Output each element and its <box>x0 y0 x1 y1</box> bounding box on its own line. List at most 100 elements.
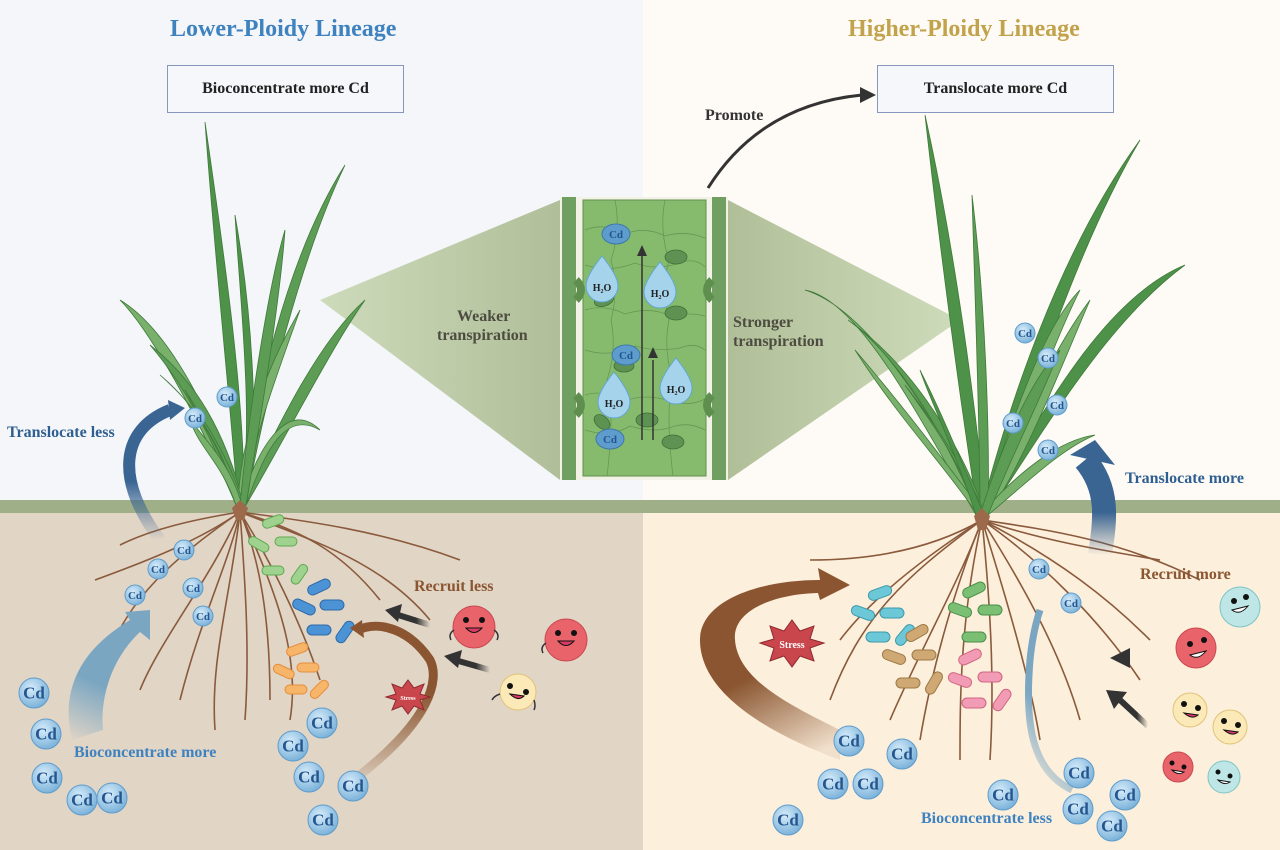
cd-ion: Cd <box>1109 779 1141 811</box>
cd-ion: Cd <box>184 407 206 429</box>
cd-ion-label: Cd <box>342 777 364 796</box>
recruit-less-label: Recruit less <box>414 578 494 595</box>
cd-ion-circle <box>307 804 339 836</box>
cd-ion-label: Cd <box>1101 817 1123 836</box>
cd-ion: Cd <box>833 725 865 757</box>
cd-ion-label: Cd <box>128 590 142 602</box>
cd-ion: Cd <box>1060 592 1082 614</box>
stress-badge-left: Stress <box>384 679 432 715</box>
microbe-character-red-4 <box>1162 751 1194 783</box>
bioconcentrate-more-label: Bioconcentrate more <box>74 744 217 761</box>
water-droplet-3: H₂O <box>597 371 631 419</box>
cd-ion-label: Cd <box>1032 564 1046 576</box>
microbe-character-teal-2 <box>1207 760 1241 794</box>
translocate-more-arrowhead <box>1070 440 1115 465</box>
cd-ion: Cd <box>1063 757 1095 789</box>
zoom-cone-right <box>728 200 960 480</box>
cd-ion: Cd <box>1096 810 1128 842</box>
weaker-transpiration-label: Weaker transpiration <box>437 307 528 345</box>
cd-ion-inset-3: Cd <box>595 428 625 450</box>
cd-ion: Cd <box>30 718 62 750</box>
microbe-character-teal-1 <box>1219 586 1261 628</box>
cd-ion-circle <box>817 768 849 800</box>
cd-ion: Cd <box>817 768 849 800</box>
stronger-line2: transpiration <box>733 333 824 350</box>
cd-ion-label: Cd <box>36 769 58 788</box>
svg-text:H₂O: H₂O <box>667 385 686 396</box>
cd-ion-label: Cd <box>838 732 860 751</box>
recruit-arrowhead-left-1 <box>385 604 402 622</box>
stress-arrow-left <box>356 621 438 779</box>
cd-ion-label: Cd <box>1067 800 1089 819</box>
recruit-arrowhead-left-2 <box>444 650 462 668</box>
bioconcentrate-more-arrow <box>68 610 150 740</box>
water-droplet-1: H₂O <box>585 255 619 303</box>
cd-ion-circle <box>182 577 204 599</box>
cd-ion: Cd <box>124 584 146 606</box>
cd-ion: Cd <box>987 779 1019 811</box>
cd-ion-circle <box>886 738 918 770</box>
cd-ion-circle <box>1037 439 1059 461</box>
cd-ion-circle <box>173 539 195 561</box>
summary-box-left-text: Bioconcentrate more Cd <box>202 80 369 97</box>
translocate-less-arrowhead <box>168 400 185 420</box>
cd-ion: Cd <box>1062 793 1094 825</box>
cd-ion-circle <box>852 768 884 800</box>
cd-ion: Cd <box>1002 412 1024 434</box>
cd-ion: Cd <box>337 770 369 802</box>
cd-ion: Cd <box>96 782 128 814</box>
bioconcentrate-less-arrow <box>1024 608 1074 794</box>
recruit-arrowhead-right-2 <box>1106 690 1127 709</box>
cd-ion-label: Cd <box>311 714 333 733</box>
cd-ion-label: Cd <box>777 811 799 830</box>
cd-ion-circle <box>293 761 325 793</box>
bacteria-cluster-left <box>248 514 355 699</box>
cd-ion-circle <box>147 558 169 580</box>
cd-ion: Cd <box>66 784 98 816</box>
cd-ion-circle <box>1063 757 1095 789</box>
cd-ion: Cd <box>182 577 204 599</box>
cd-ion-label: Cd <box>891 745 913 764</box>
cd-ion: Cd <box>306 707 338 739</box>
cd-ion-label: Cd <box>282 737 304 756</box>
cd-ion-inset-1: Cd <box>601 223 631 245</box>
cd-ion-label: Cd <box>1006 418 1020 430</box>
cd-ion-circle <box>18 677 50 709</box>
cd-ion-circle <box>124 584 146 606</box>
stress-arrowhead-left <box>350 620 364 638</box>
cd-ion-circle <box>31 762 63 794</box>
microbe-character-red-2 <box>541 618 588 662</box>
cd-ion-label: Cd <box>1068 764 1090 783</box>
svg-text:Cd: Cd <box>619 350 633 362</box>
recruit-more-label: Recruit more <box>1140 566 1231 583</box>
bioconcentrate-less-label: Bioconcentrate less <box>921 810 1053 827</box>
title-lower-ploidy: Lower-Ploidy Lineage <box>170 16 397 42</box>
cd-ion-label: Cd <box>1064 598 1078 610</box>
translocate-less-label: Translocate less <box>7 424 115 441</box>
cd-ion: Cd <box>18 677 50 709</box>
promote-arrow <box>706 93 863 189</box>
cd-ion-circle <box>184 407 206 429</box>
cd-ion-label: Cd <box>71 791 93 810</box>
cd-ion-label: Cd <box>1050 400 1064 412</box>
cd-ion-label: Cd <box>298 768 320 787</box>
cd-ion-circle <box>987 779 1019 811</box>
leaf-cross-section-inset: Cd Cd Cd H₂O H₂O H₂O H₂O <box>560 197 728 480</box>
cd-ion-circle <box>1028 558 1050 580</box>
cd-ion-label: Cd <box>188 413 202 425</box>
svg-text:H₂O: H₂O <box>651 289 670 300</box>
summary-box-left: Bioconcentrate more Cd <box>167 65 404 113</box>
cd-ion: Cd <box>1037 439 1059 461</box>
svg-text:H₂O: H₂O <box>605 399 624 410</box>
stronger-line1: Stronger <box>733 314 794 331</box>
microbe-character-yellow-3 <box>1212 709 1248 745</box>
cd-ion-circle <box>772 804 804 836</box>
microbe-character-red-1 <box>449 605 499 649</box>
cd-ion-circle <box>833 725 865 757</box>
weaker-line1: Weaker <box>457 308 511 325</box>
stress-arrow-right <box>700 568 850 760</box>
cd-ion-label: Cd <box>312 811 334 830</box>
cd-ion: Cd <box>173 539 195 561</box>
